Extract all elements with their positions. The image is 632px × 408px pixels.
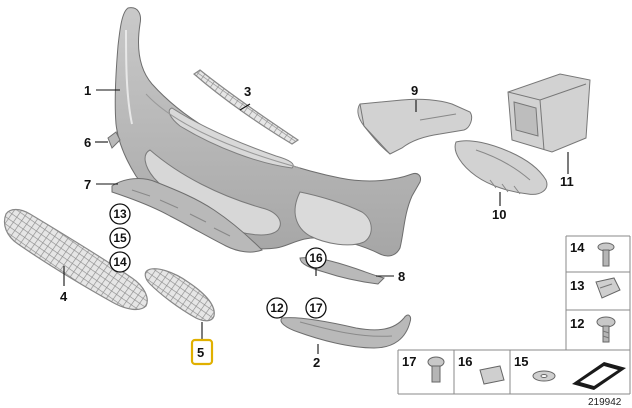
- callout-1: 1: [84, 83, 91, 98]
- underbody-panel: [111, 178, 263, 253]
- diagram-number: 219942: [588, 397, 622, 408]
- leader-lines: [63, 89, 569, 354]
- callout-3: 3: [244, 84, 251, 99]
- bolt-icon: [427, 356, 445, 383]
- callout-4: 4: [60, 289, 68, 304]
- hardware-label-15: 15: [514, 354, 528, 369]
- callout-5-highlight-box[interactable]: [190, 338, 214, 366]
- circled-ref-15-label: 15: [113, 231, 127, 245]
- push-clip-icon: [597, 242, 615, 267]
- circled-ref-12-label: 12: [270, 301, 284, 315]
- small-mesh-grille: [144, 268, 215, 322]
- circled-ref-13-label: 13: [113, 207, 127, 221]
- circled-ref-13: [109, 203, 131, 225]
- circled-ref-12: [266, 297, 288, 319]
- callout-5: 5: [197, 345, 204, 360]
- circled-ref-14: [109, 251, 131, 273]
- spring-nut-icon: [595, 277, 621, 299]
- radiator-air-box: [507, 73, 591, 153]
- hardware-label-12: 12: [570, 316, 584, 331]
- front-spoiler-lip: [280, 314, 411, 349]
- brake-air-guide: [454, 140, 548, 195]
- screw-icon: [596, 316, 616, 343]
- circled-ref-15: [109, 227, 131, 249]
- hardware-label-17: 17: [402, 354, 416, 369]
- lower-mesh-grille: [3, 208, 148, 311]
- callout-10: 10: [492, 207, 506, 222]
- nut-clip-icon: [479, 365, 505, 385]
- callout-7: 7: [84, 177, 91, 192]
- circled-ref-16: [305, 247, 327, 269]
- circled-ref-16-label: 16: [309, 251, 323, 265]
- hardware-panel: 14 13 12 17 16 15: [397, 235, 631, 395]
- callout-2: 2: [313, 355, 320, 370]
- foam-strip-icon: [572, 362, 626, 390]
- side-clip: [107, 131, 121, 149]
- callout-11: 11: [560, 174, 574, 189]
- hardware-label-13: 13: [570, 278, 584, 293]
- callout-8: 8: [398, 269, 405, 284]
- callout-9: 9: [411, 83, 418, 98]
- hardware-label-14: 14: [570, 240, 585, 255]
- bumper-trim-panel: [114, 7, 421, 257]
- callout-6: 6: [84, 135, 91, 150]
- hardware-label-16: 16: [458, 354, 472, 369]
- circled-ref-17-label: 17: [309, 301, 323, 315]
- washer-icon: [532, 370, 556, 382]
- circled-ref-14-label: 14: [113, 255, 127, 269]
- air-duct: [357, 98, 473, 155]
- circled-ref-17: [305, 297, 327, 319]
